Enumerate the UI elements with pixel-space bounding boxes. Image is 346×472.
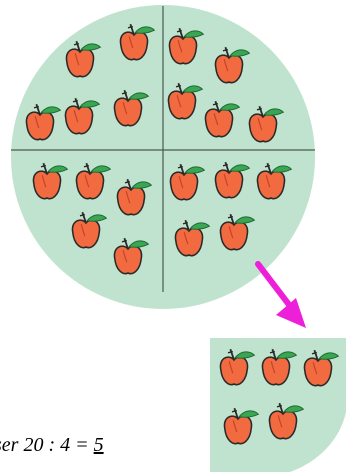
arrow-down-right-icon — [258, 264, 306, 328]
equation-text: ser 20 : 4 = — [0, 434, 94, 456]
division-equation: ser 20 : 4 = 5 — [0, 430, 184, 460]
equation-answer: 5 — [94, 434, 104, 456]
